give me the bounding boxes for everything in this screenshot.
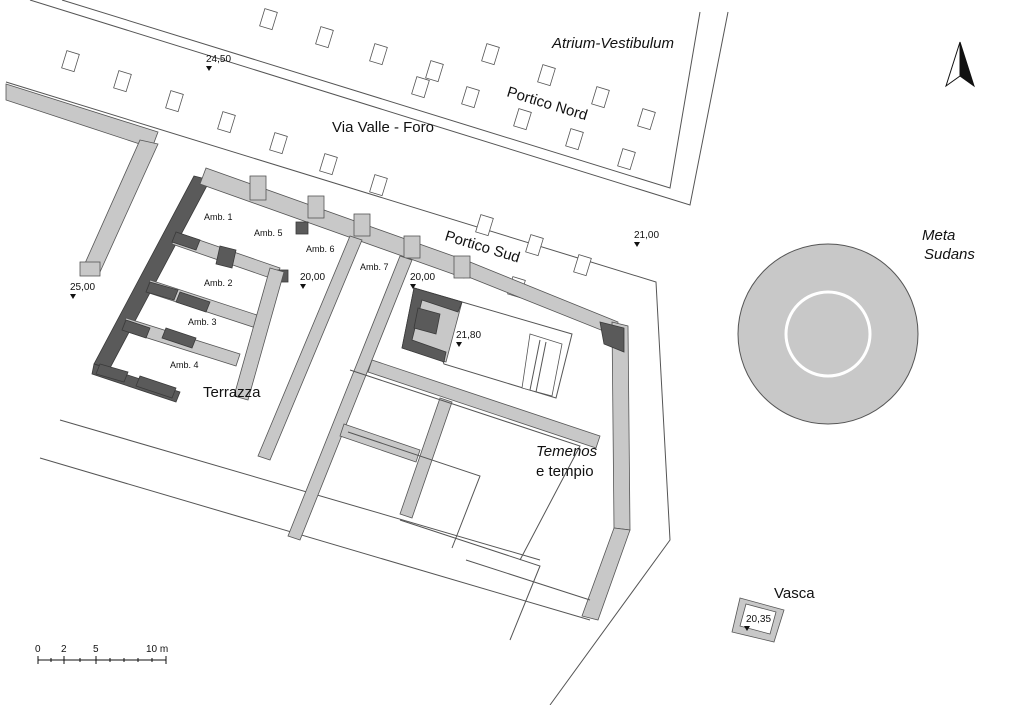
label-temenos: Temenos [536, 443, 598, 460]
room-label-amb1: Amb. 1 [204, 212, 233, 222]
street-outlines [5, 0, 729, 705]
room-label-amb7: Amb. 7 [360, 262, 389, 272]
scale-bar: 0 2 5 10 m [35, 644, 168, 664]
elevation-2000a: 20,00 [300, 272, 325, 283]
label-e-tempio: e tempio [536, 463, 594, 480]
scale-label-5: 5 [93, 644, 99, 655]
label-vasca: Vasca [774, 585, 815, 602]
room-label-amb4: Amb. 4 [170, 360, 199, 370]
label-terrazza: Terrazza [203, 384, 261, 401]
terrace-structures [91, 175, 289, 403]
label-meta: Meta [922, 227, 955, 244]
elevation-2000b: 20,00 [410, 272, 435, 283]
scale-label-0: 0 [35, 644, 41, 655]
elevation-2035: 20,35 [746, 614, 771, 625]
room-label-amb3: Amb. 3 [188, 317, 217, 327]
temple-podium [401, 287, 573, 399]
room-label-amb5: Amb. 5 [254, 228, 283, 238]
north-arrow-icon [945, 41, 975, 88]
elevation-2500: 25,00 [70, 282, 95, 293]
south-walls [257, 235, 631, 621]
label-atrium: Atrium-Vestibulum [551, 35, 674, 52]
elevation-2100: 21,00 [634, 230, 659, 241]
elevation-markers: 24,50 25,00 20,00 20,00 21,00 21,80 20,3… [70, 54, 771, 631]
label-via-valle-foro: Via Valle - Foro [332, 119, 434, 136]
northwest-wall [5, 83, 159, 277]
room-label-amb6: Amb. 6 [306, 244, 335, 254]
scale-label-10: 10 m [146, 644, 168, 655]
south-rooms-grid [347, 369, 591, 641]
portico-sud-band [199, 167, 619, 337]
room-labels: Amb. 1 Amb. 2 Amb. 3 Amb. 4 Amb. 5 Amb. … [170, 212, 389, 370]
room-label-amb2: Amb. 2 [204, 278, 233, 288]
elevation-2450: 24,50 [206, 54, 231, 65]
meta-sudans [737, 243, 919, 425]
scale-label-2: 2 [61, 644, 67, 655]
elevation-2180: 21,80 [456, 330, 481, 341]
label-sudans: Sudans [924, 246, 975, 263]
